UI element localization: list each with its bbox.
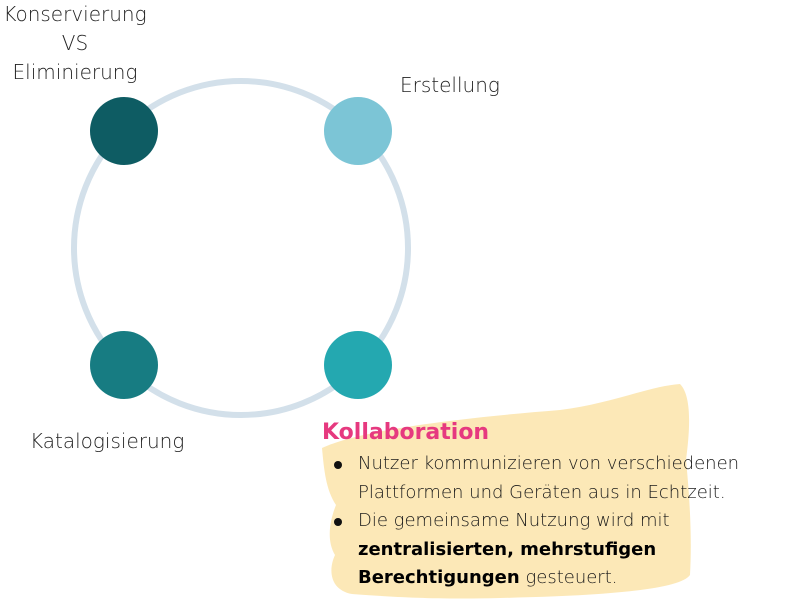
- info-title: Kollaboration: [322, 420, 490, 445]
- label-erstellung: Erstellung: [400, 73, 500, 97]
- info-list: Nutzer kommunizieren von verschiedenen P…: [322, 450, 792, 593]
- label-konservierung-line-3: Eliminierung: [12, 60, 138, 84]
- node-konservierung[interactable]: [90, 97, 158, 165]
- info-block: Kollaboration Nutzer kommunizieren von v…: [322, 418, 792, 593]
- node-katalogisierung[interactable]: [90, 331, 158, 399]
- label-konservierung-line-2: VS: [61, 31, 89, 55]
- info-bullet-2-text-before: Die gemeinsame Nutzung wird mit: [358, 510, 670, 531]
- bullet-dot-icon: [334, 461, 342, 469]
- node-erstellung[interactable]: [324, 97, 392, 165]
- node-kollaboration[interactable]: [324, 331, 392, 399]
- info-bullet-2-text-after: gesteuert.: [525, 567, 618, 588]
- bullet-dot-icon: [334, 518, 342, 526]
- info-bullet-1-text: Nutzer kommunizieren von verschiedenen P…: [358, 453, 740, 503]
- label-katalogisierung: Katalogisierung: [30, 429, 185, 453]
- highlight-shape: [322, 384, 691, 599]
- label-konservierung: Konservierung VS Eliminierung: [0, 0, 150, 87]
- info-bullet-1: Nutzer kommunizieren von verschiedenen P…: [322, 450, 792, 507]
- cycle-ring: [71, 78, 411, 418]
- info-bullet-2: Die gemeinsame Nutzung wird mit zentrali…: [322, 507, 792, 593]
- label-konservierung-line-1: Konservierung: [3, 2, 147, 26]
- info-bullet-2-bold: zentralisierten, mehrstufigen Berechtigu…: [358, 538, 657, 589]
